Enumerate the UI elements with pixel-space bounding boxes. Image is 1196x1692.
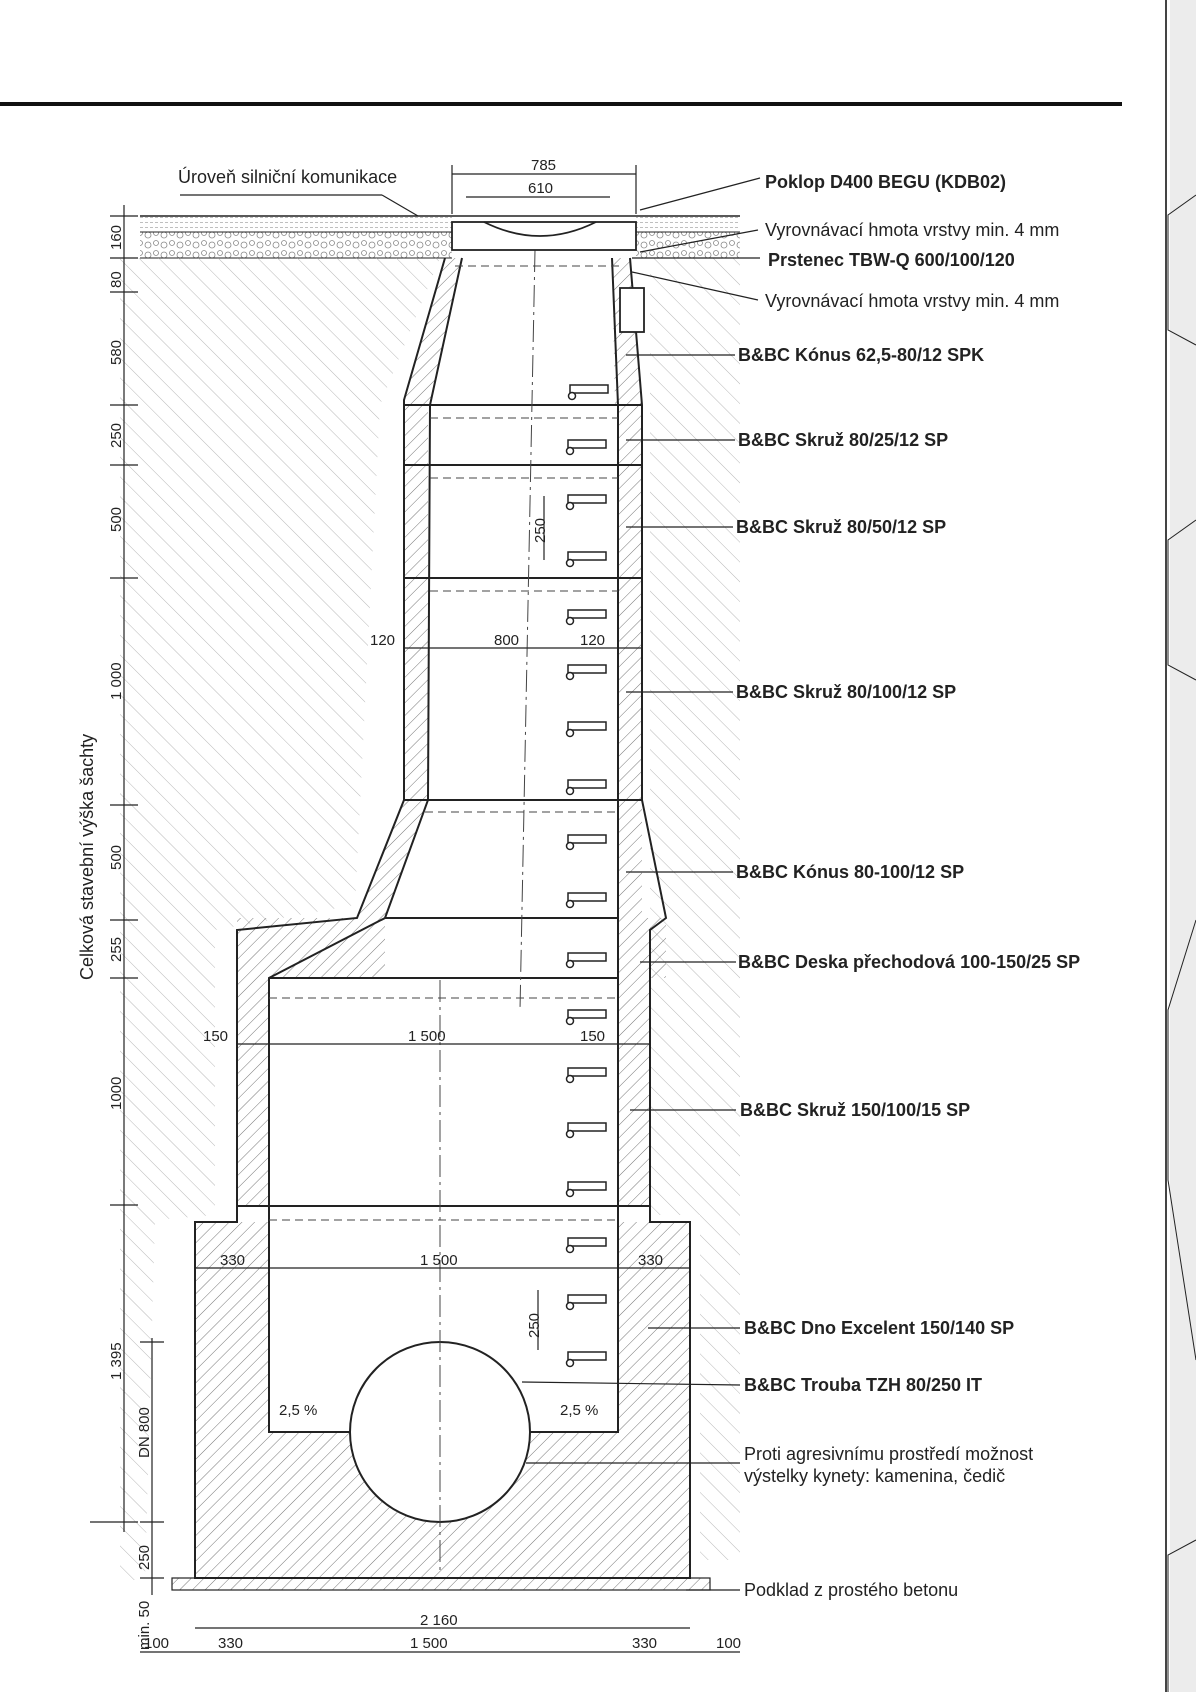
total-height-label: Celková stavební výška šachty	[77, 734, 97, 980]
dim-dn: DN 800	[136, 1407, 153, 1458]
step-iron	[565, 1237, 607, 1254]
dim-vertical-1000b: 1000	[108, 1077, 125, 1110]
road-level: Úroveň silniční komunikace	[178, 166, 397, 187]
label-foundation: Podklad z prostého betonu	[744, 1580, 958, 1600]
label-ring-25: B&BC Skruž 80/25/12 SP	[738, 430, 948, 450]
step-iron	[565, 609, 607, 626]
dim-bottom-330-right: 330	[632, 1635, 657, 1652]
dim-bottom-100-left: 100	[144, 1635, 169, 1652]
step-irons	[565, 384, 609, 1368]
step-iron	[565, 1122, 607, 1139]
dim-bottom-330-left: 330	[218, 1635, 243, 1652]
dim-step-250-a: 250	[532, 518, 549, 543]
label-ring-150: B&BC Skruž 150/100/15 SP	[740, 1100, 970, 1120]
step-iron	[565, 1181, 607, 1198]
step-iron	[565, 1351, 607, 1368]
centerlines	[439, 249, 536, 1570]
dim-mid-wall-left: 150	[203, 1028, 228, 1045]
dimension-lines	[90, 165, 740, 1653]
leader-lines	[180, 177, 761, 1591]
label-base: B&BC Dno Excelent 150/140 SP	[744, 1318, 1014, 1338]
label-cone-lower: B&BC Kónus 80-100/12 SP	[736, 862, 964, 882]
dim-vertical-80: 80	[108, 271, 125, 288]
label-lining-2: výstelky kynety: kamenina, čedič	[744, 1466, 1005, 1486]
dim-base-inner: 1 500	[420, 1252, 458, 1269]
step-iron	[565, 1294, 607, 1311]
step-iron	[565, 721, 607, 738]
dim-base-wall-left: 330	[220, 1252, 245, 1269]
dim-step-250-b: 250	[526, 1313, 543, 1338]
dim-slope-right: 2,5 %	[560, 1402, 598, 1419]
label-leveling-1: Vyrovnávací hmota vrstvy min. 4 mm	[765, 220, 1059, 240]
road-layers	[140, 215, 740, 259]
dim-vertical-500: 500	[108, 507, 125, 532]
dim-slope-left: 2,5 %	[279, 1402, 317, 1419]
dim-base-wall-right: 330	[638, 1252, 663, 1269]
dim-top-inner: 610	[528, 180, 553, 197]
label-transition-slab: B&BC Deska přechodová 100-150/25 SP	[738, 952, 1080, 972]
dim-top-outer: 785	[531, 157, 556, 174]
label-ring-100: B&BC Skruž 80/100/12 SP	[736, 682, 956, 702]
label-ring-50: B&BC Skruž 80/50/12 SP	[736, 517, 946, 537]
dim-vertical-250: 250	[108, 423, 125, 448]
manhole-cover	[451, 221, 645, 333]
step-iron	[565, 1067, 607, 1084]
soil-hatching	[120, 258, 740, 1580]
dim-vertical-1000: 1 000	[108, 662, 125, 700]
dim-vertical-1395: 1 395	[108, 1342, 125, 1380]
step-iron	[565, 439, 607, 456]
label-cone-upper: B&BC Kónus 62,5-80/12 SPK	[738, 345, 984, 365]
dim-upper-inner: 800	[494, 632, 519, 649]
label-cover: Poklop D400 BEGU (KDB02)	[765, 172, 1006, 192]
step-iron	[565, 1009, 607, 1026]
dim-bottom-100-right: 100	[716, 1635, 741, 1652]
dim-mid-inner: 1 500	[408, 1028, 446, 1045]
dim-vertical-500b: 500	[108, 845, 125, 870]
step-iron	[565, 952, 607, 969]
step-iron	[567, 384, 609, 401]
step-iron	[565, 892, 607, 909]
dim-vertical-255: 255	[108, 937, 125, 962]
label-ring: Prstenec TBW-Q 600/100/120	[768, 250, 1015, 270]
dimension-texts: 785 610 160 80 580 250 500 1 000 500 255…	[108, 157, 741, 1652]
step-iron	[565, 779, 607, 796]
shaft-outline	[194, 257, 691, 1579]
component-labels: Poklop D400 BEGU (KDB02) Vyrovnávací hmo…	[736, 172, 1080, 1600]
dim-vertical-580: 580	[108, 340, 125, 365]
step-iron	[565, 551, 607, 568]
label-leveling-2: Vyrovnávací hmota vrstvy min. 4 mm	[765, 291, 1059, 311]
step-iron	[565, 664, 607, 681]
dim-upper-wall-right: 120	[580, 632, 605, 649]
side-tab-strip	[1165, 0, 1196, 1692]
step-iron	[565, 834, 607, 851]
road-level-label: Úroveň silniční komunikace	[178, 166, 397, 187]
step-iron	[565, 494, 607, 511]
label-pipe: B&BC Trouba TZH 80/250 IT	[744, 1375, 982, 1395]
dim-total-width: 2 160	[420, 1612, 458, 1629]
dim-vertical-min50: min. 50	[136, 1601, 153, 1650]
dim-vertical-160: 160	[108, 225, 125, 250]
dim-upper-wall-left: 120	[370, 632, 395, 649]
joint-dashes	[269, 265, 620, 1221]
dim-vertical-250b: 250	[136, 1545, 153, 1570]
dim-mid-wall-right: 150	[580, 1028, 605, 1045]
dim-bottom-1500: 1 500	[410, 1635, 448, 1652]
label-lining-1: Proti agresivnímu prostředí možnost	[744, 1444, 1033, 1464]
